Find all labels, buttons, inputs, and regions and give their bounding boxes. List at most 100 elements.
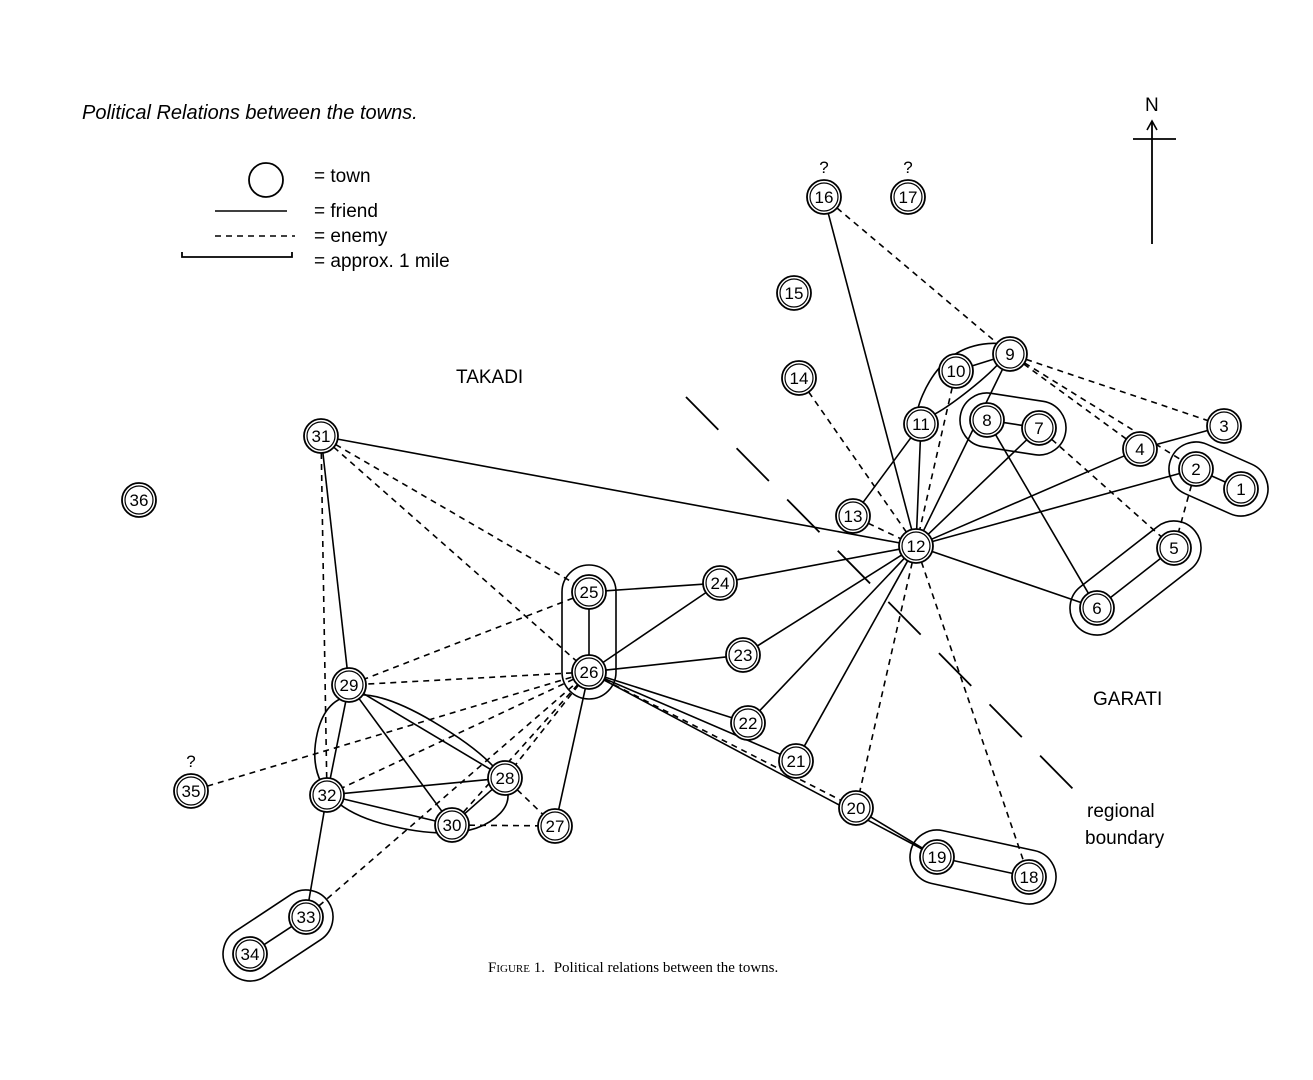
friend-relation-7-8 xyxy=(1003,421,1023,427)
enemy-relation-10-12 xyxy=(919,387,953,530)
town-circle-17 xyxy=(890,179,926,215)
town-inner-ring-33 xyxy=(291,902,321,932)
town-circle-12 xyxy=(898,528,934,564)
enemy-relation-9-3 xyxy=(1025,358,1209,422)
relation-lines xyxy=(207,207,1226,946)
caption-figure-number: Figure 1. xyxy=(488,960,545,976)
legend-enemy-label: = enemy xyxy=(314,226,388,247)
town-circle-25 xyxy=(571,574,607,610)
town-label-31: 31 xyxy=(312,427,331,446)
town-label-9: 9 xyxy=(1005,345,1014,364)
town-circle-23 xyxy=(725,637,761,673)
enemy-relation-31-26 xyxy=(333,446,577,662)
town-35: 35 xyxy=(173,773,209,809)
town-36: 36 xyxy=(121,482,157,518)
legend-town-label: = town xyxy=(314,166,371,187)
friend-relation-24-26 xyxy=(602,591,707,664)
friend-relation-12-23 xyxy=(756,554,903,647)
friend-relation-28-30 xyxy=(464,788,493,815)
town-inner-ring-8 xyxy=(972,405,1002,435)
friend-relation-11-13 xyxy=(862,437,912,503)
town-label-18: 18 xyxy=(1020,868,1039,887)
town-circle-19 xyxy=(919,839,955,875)
alliance-outline-5-6 xyxy=(1069,520,1202,636)
town-inner-ring-12 xyxy=(901,531,931,561)
town-9: 9 xyxy=(992,336,1028,372)
legend: = town = friend = enemy = approx. 1 mile xyxy=(181,162,450,272)
town-31: 31 xyxy=(303,418,339,454)
town-label-13: 13 xyxy=(844,507,863,526)
town-circle-15 xyxy=(776,275,812,311)
unknown-mark-35: ? xyxy=(186,752,195,771)
unknown-mark-16: ? xyxy=(819,158,828,177)
town-circle-32 xyxy=(309,777,345,813)
town-circle-27 xyxy=(537,808,573,844)
friend-relation-12-16 xyxy=(827,213,913,530)
friend-relation-32-28 xyxy=(343,778,489,795)
town-circle-33 xyxy=(288,899,324,935)
town-circle-26 xyxy=(571,654,607,690)
town-label-3: 3 xyxy=(1219,417,1228,436)
enemy-relation-25-29 xyxy=(364,597,574,680)
enemy-relation-7-5 xyxy=(1051,438,1162,538)
town-circle-14 xyxy=(781,360,817,396)
town-circle-29 xyxy=(331,667,367,703)
town-label-8: 8 xyxy=(982,411,991,430)
town-27: 27 xyxy=(537,808,573,844)
town-circle-30 xyxy=(434,807,470,843)
town-label-4: 4 xyxy=(1135,440,1144,459)
town-circle-2 xyxy=(1178,451,1214,487)
town-22: 22 xyxy=(730,705,766,741)
town-label-30: 30 xyxy=(443,816,462,835)
page-title: Political Relations between the towns. xyxy=(82,102,418,124)
town-inner-ring-14 xyxy=(784,363,814,393)
town-inner-ring-6 xyxy=(1082,593,1112,623)
town-circle-4 xyxy=(1122,431,1158,467)
enemy-relation-26-32 xyxy=(342,678,574,789)
town-circle-22 xyxy=(730,705,766,741)
town-circle-18 xyxy=(1011,859,1047,895)
friend-relation-26-23 xyxy=(605,656,727,671)
town-15: 15 xyxy=(776,275,812,311)
town-label-10: 10 xyxy=(947,362,966,381)
friend-relation-2-12 xyxy=(932,472,1180,543)
town-label-36: 36 xyxy=(130,491,149,510)
friend-relation-9-10 xyxy=(971,358,995,367)
town-label-6: 6 xyxy=(1092,599,1101,618)
friend-relation-29-32 xyxy=(329,701,347,779)
town-26: 26 xyxy=(571,654,607,690)
town-label-24: 24 xyxy=(711,574,730,593)
town-label-29: 29 xyxy=(340,676,359,695)
enemy-relation-31-32 xyxy=(320,452,328,779)
town-2: 2 xyxy=(1178,451,1214,487)
friend-relation-26-19 xyxy=(603,679,923,850)
friend-relation-6-12 xyxy=(931,550,1082,604)
town-29: 29 xyxy=(331,667,367,703)
town-label-23: 23 xyxy=(734,646,753,665)
town-label-26: 26 xyxy=(580,663,599,682)
caption-text: Political relations between the towns. xyxy=(554,960,779,976)
alliance-outline-33-34 xyxy=(222,889,334,982)
town-label-17: 17 xyxy=(899,188,918,207)
town-28: 28 xyxy=(487,760,523,796)
town-inner-ring-22 xyxy=(733,708,763,738)
town-circle-16 xyxy=(806,179,842,215)
town-circle-35 xyxy=(173,773,209,809)
town-inner-ring-16 xyxy=(809,182,839,212)
town-inner-ring-35 xyxy=(176,776,206,806)
town-label-7: 7 xyxy=(1034,419,1043,438)
town-inner-ring-29 xyxy=(334,670,364,700)
enemy-relation-12-18 xyxy=(920,561,1025,862)
town-inner-ring-9 xyxy=(995,339,1025,369)
town-inner-ring-18 xyxy=(1014,862,1044,892)
town-circle-6 xyxy=(1079,590,1115,626)
town-inner-ring-13 xyxy=(838,501,868,531)
friend-relation-26-21 xyxy=(604,677,781,756)
regional-boundary-line xyxy=(685,396,1077,793)
friend-relation-33-34 xyxy=(263,925,293,946)
enemy-relation-16-9 xyxy=(836,207,998,344)
town-label-16: 16 xyxy=(815,188,834,207)
town-circle-5 xyxy=(1156,530,1192,566)
friend-relation-29-30 xyxy=(358,698,443,812)
